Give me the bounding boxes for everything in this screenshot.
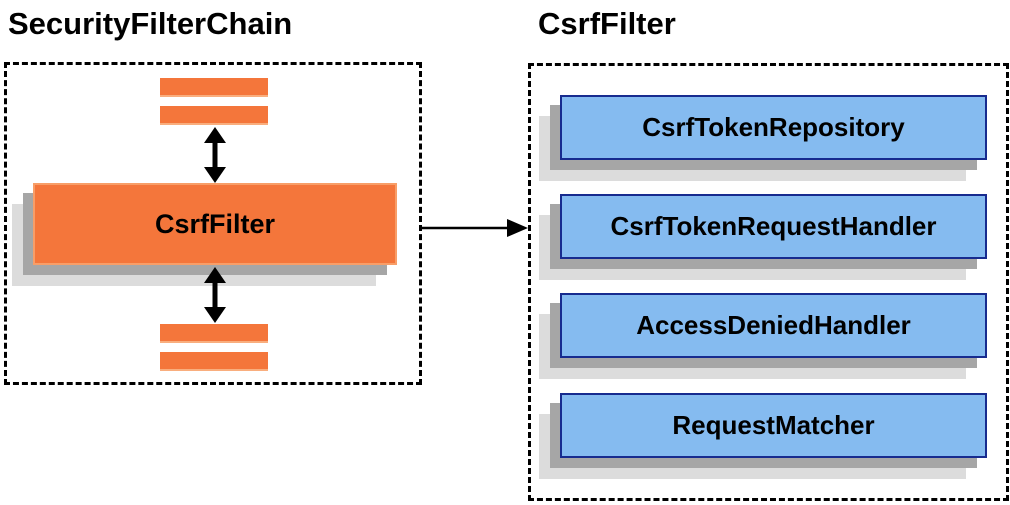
component-box-csrf-token-repository: CsrfTokenRepository — [560, 95, 987, 160]
component-box-request-matcher: RequestMatcher — [560, 393, 987, 458]
filter-bar — [160, 352, 268, 371]
component-label: CsrfTokenRequestHandler — [610, 211, 937, 241]
csrf-filter-box: CsrfFilter — [33, 183, 397, 265]
component-label: AccessDeniedHandler — [636, 310, 911, 340]
left-panel-title: SecurityFilterChain — [8, 6, 293, 41]
component-label: CsrfTokenRepository — [642, 112, 905, 142]
right-panel-title: CsrfFilter — [538, 6, 676, 41]
csrf-filter-container: CsrfTokenRepository CsrfTokenRequestHand… — [528, 63, 1009, 501]
csrf-filter-box-label: CsrfFilter — [154, 208, 276, 239]
double-arrow-icon — [204, 127, 226, 183]
security-filter-chain-container: CsrfFilter — [4, 62, 422, 385]
filter-bar — [160, 324, 268, 343]
component-label: RequestMatcher — [672, 410, 875, 440]
component-box-access-denied-handler: AccessDeniedHandler — [560, 293, 987, 358]
component-box-csrf-token-request-handler: CsrfTokenRequestHandler — [560, 194, 987, 259]
filter-bar — [160, 78, 268, 97]
double-arrow-icon — [204, 267, 226, 323]
filter-bar — [160, 106, 268, 125]
arrow-right-icon — [422, 219, 528, 237]
